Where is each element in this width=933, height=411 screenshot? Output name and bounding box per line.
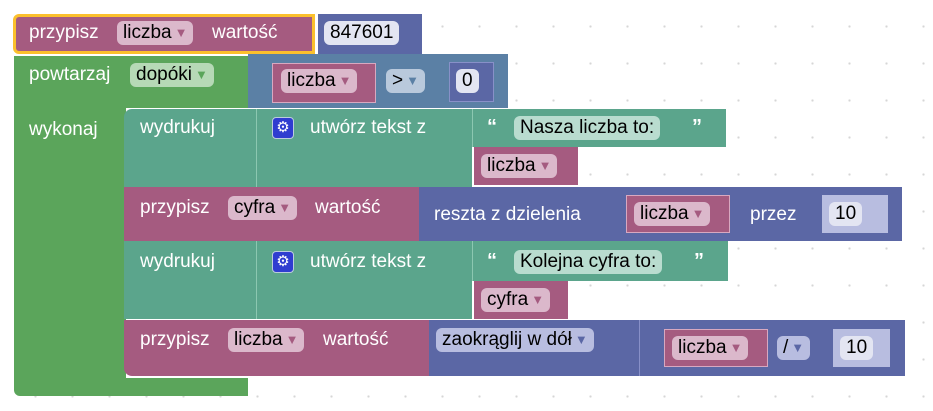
- set-initial-value-label: wartość: [212, 22, 278, 43]
- compare-operator-dropdown[interactable]: >▼: [386, 69, 425, 93]
- arith-var-dropdown[interactable]: liczba▼: [672, 336, 749, 360]
- join-label-1: utwórz tekst z: [310, 117, 427, 138]
- open-quote-icon: “: [487, 116, 497, 138]
- close-quote-icon: ”: [694, 250, 704, 272]
- compare-number-field[interactable]: 0: [456, 69, 479, 93]
- round-mode-dropdown[interactable]: zaokrąglij w dół▼: [436, 328, 594, 352]
- initial-number-field[interactable]: 847601: [324, 21, 400, 45]
- gear-icon[interactable]: ⚙: [272, 117, 294, 139]
- dropdown-arrow-icon: ▼: [531, 292, 545, 307]
- set-digit-value-label: wartość: [315, 197, 381, 218]
- print1-var-dropdown[interactable]: liczba▼: [481, 154, 558, 178]
- set-number-var-dropdown[interactable]: liczba▼: [228, 328, 305, 352]
- dropdown-arrow-icon: ▼: [285, 332, 299, 347]
- remainder-var-dropdown[interactable]: liczba▼: [634, 202, 711, 226]
- set-digit-label: przypisz: [140, 197, 210, 218]
- set-initial-var-dropdown[interactable]: liczba▼: [117, 21, 194, 45]
- dropdown-arrow-icon: ▼: [338, 73, 352, 88]
- print-block-1[interactable]: [124, 109, 258, 187]
- print2-var-dropdown[interactable]: cyfra▼: [481, 288, 551, 312]
- print-label-1: wydrukuj: [140, 117, 215, 138]
- dropdown-arrow-icon: ▼: [174, 25, 188, 40]
- print-label-2: wydrukuj: [140, 251, 215, 272]
- remainder-by-label: przez: [750, 204, 797, 225]
- arith-divisor-field[interactable]: 10: [840, 336, 874, 360]
- while-mode-dropdown[interactable]: dopóki▼: [130, 63, 214, 87]
- join-label-2: utwórz tekst z: [310, 251, 427, 272]
- set-number-label: przypisz: [140, 329, 210, 350]
- dropdown-arrow-icon: ▼: [729, 340, 743, 355]
- dropdown-arrow-icon: ▼: [791, 340, 805, 355]
- remainder-label: reszta z dzielenia: [434, 204, 581, 225]
- arith-operator-dropdown[interactable]: /▼: [777, 336, 811, 360]
- set-digit-var-dropdown[interactable]: cyfra▼: [228, 196, 298, 220]
- gear-icon[interactable]: ⚙: [272, 251, 294, 273]
- close-quote-icon: ”: [692, 116, 702, 138]
- dropdown-arrow-icon: ▼: [406, 73, 419, 88]
- remainder-divisor-field[interactable]: 10: [829, 202, 863, 226]
- compare-var-dropdown[interactable]: liczba▼: [281, 69, 358, 93]
- while-loop-side: [14, 106, 126, 381]
- dropdown-arrow-icon: ▼: [691, 206, 705, 221]
- dropdown-arrow-icon: ▼: [574, 332, 588, 347]
- dropdown-arrow-icon: ▼: [538, 158, 552, 173]
- text-field-1[interactable]: Nasza liczba to:: [514, 116, 661, 140]
- set-initial-label: przypisz: [29, 22, 99, 43]
- while-loop-bottom: [14, 378, 248, 396]
- dropdown-arrow-icon: ▼: [195, 67, 208, 82]
- open-quote-icon: “: [487, 250, 497, 272]
- set-number-value-label: wartość: [323, 329, 389, 350]
- text-field-2[interactable]: Kolejna cyfra to:: [514, 250, 663, 274]
- print-block-2[interactable]: [124, 241, 258, 319]
- while-loop-label: powtarzaj: [29, 64, 111, 85]
- while-do-label: wykonaj: [29, 119, 98, 140]
- dropdown-arrow-icon: ▼: [278, 200, 292, 215]
